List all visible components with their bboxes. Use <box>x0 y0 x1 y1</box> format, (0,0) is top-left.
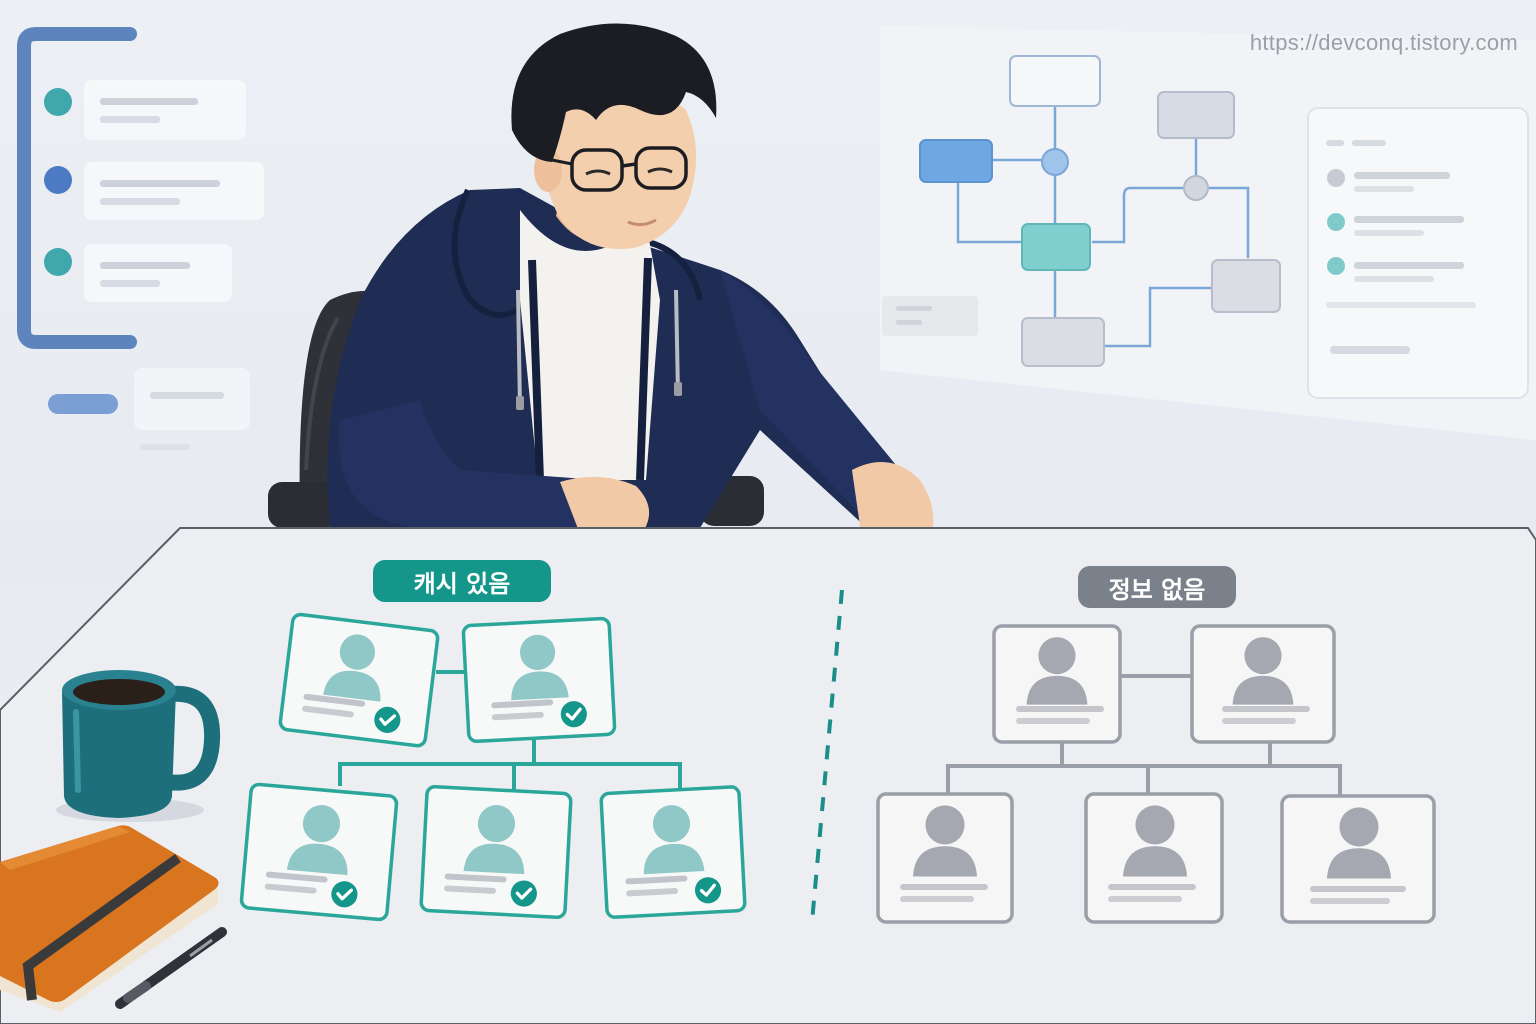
unknown-profile-card-2[interactable] <box>1190 624 1336 744</box>
developer-figure <box>268 23 934 612</box>
unknown-profile-card-1[interactable] <box>992 624 1122 744</box>
coffee-mug-icon <box>56 670 221 822</box>
notebook-icon <box>0 825 219 1012</box>
cached-profile-card-3[interactable] <box>239 782 399 922</box>
cached-profile-card-1[interactable] <box>278 612 440 748</box>
pen-icon <box>115 927 227 1009</box>
unknown-profile-card-3[interactable] <box>876 792 1014 924</box>
desk-surface <box>0 527 1536 1024</box>
no-info-tree <box>946 674 1342 796</box>
unknown-profile-card-5[interactable] <box>1280 794 1436 924</box>
cached-profile-card-2[interactable] <box>461 616 617 744</box>
cached-profile-card-5[interactable] <box>599 785 747 919</box>
unknown-profile-card-4[interactable] <box>1084 792 1224 924</box>
cached-profile-card-4[interactable] <box>419 784 573 920</box>
cache-present-label: 캐시 있음 <box>373 560 551 602</box>
background-list-panel <box>17 27 264 450</box>
no-info-label: 정보 없음 <box>1078 566 1236 608</box>
divider-line <box>810 589 844 923</box>
flowchart-icon <box>880 26 1536 440</box>
cached-tree <box>338 670 682 790</box>
watermark-url: https://devconq.tistory.com <box>1249 30 1518 55</box>
